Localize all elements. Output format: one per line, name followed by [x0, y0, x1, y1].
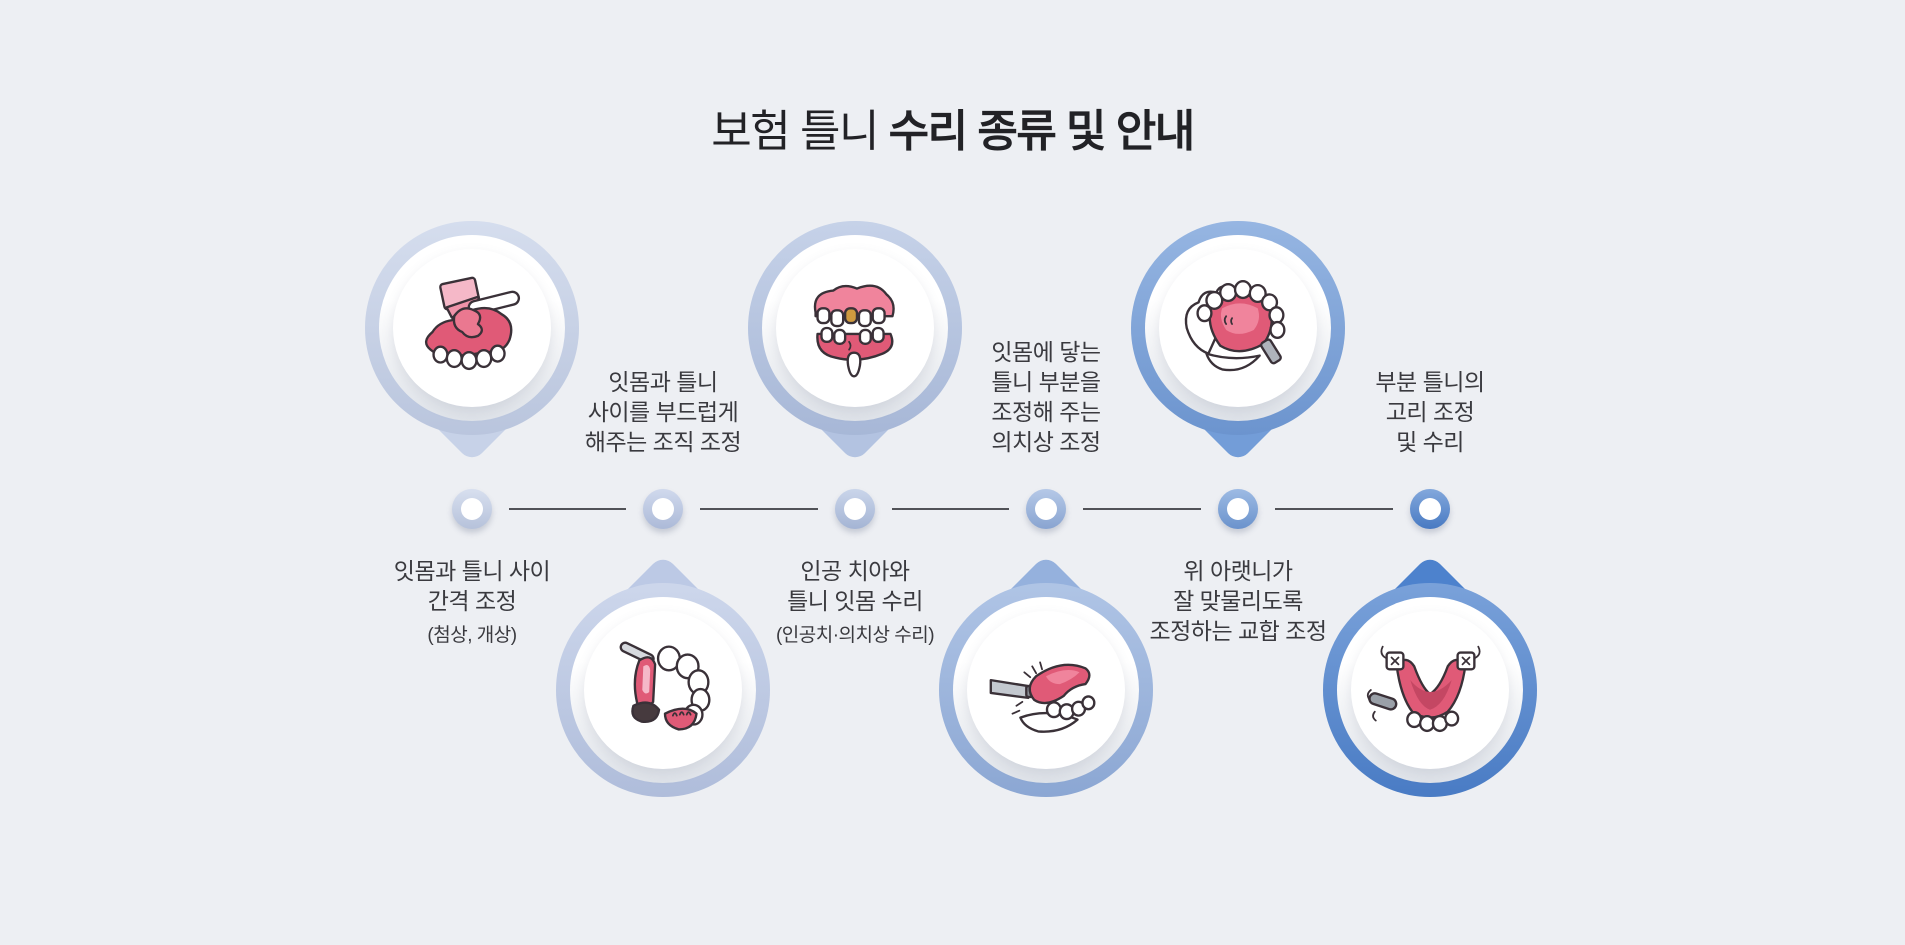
step-5-label: 위 아랫니가 잘 맞물리도록 조정하는 교합 조정 — [1098, 556, 1378, 646]
step-5-timeline-dot — [1218, 489, 1258, 529]
step-3-label: 인공 치아와 틀니 잇몸 수리 (인공치·의치상 수리) — [715, 556, 995, 648]
denture-base-adjust-icon — [967, 611, 1125, 769]
artificial-tooth-repair-icon — [776, 249, 934, 407]
step-1-pin — [365, 221, 579, 435]
clasp-repair-icon — [1351, 611, 1509, 769]
step-2-label-text: 잇몸과 틀니 사이를 부드럽게 해주는 조직 조정 — [584, 369, 742, 455]
timeline-connector — [1275, 508, 1393, 510]
timeline-connector — [509, 508, 626, 510]
step-3-label-text: 인공 치아와 틀니 잇몸 수리 — [787, 558, 923, 614]
step-1-label: 잇몸과 틀니 사이 간격 조정 (첨상, 개상) — [332, 556, 612, 648]
timeline-connector — [1083, 508, 1201, 510]
step-4-label-text: 잇몸에 닿는 틀니 부분을 조정해 주는 의치상 조정 — [991, 339, 1101, 455]
tissue-conditioning-icon — [584, 611, 742, 769]
page-title: 보험 틀니 수리 종류 및 안내 — [0, 106, 1905, 158]
occlusal-adjust-icon — [1159, 249, 1317, 407]
step-3-timeline-dot — [835, 489, 875, 529]
step-3-pin — [748, 221, 962, 435]
step-6-label-text: 부분 틀니의 고리 조정 및 수리 — [1375, 369, 1485, 455]
step-2-label: 잇몸과 틀니 사이를 부드럽게 해주는 조직 조정 — [523, 367, 803, 457]
timeline-connector — [892, 508, 1009, 510]
timeline-connector — [700, 508, 818, 510]
step-4-label: 잇몸에 닿는 틀니 부분을 조정해 주는 의치상 조정 — [906, 337, 1186, 457]
step-6-label: 부분 틀니의 고리 조정 및 수리 — [1290, 367, 1570, 457]
step-6-timeline-dot — [1410, 489, 1450, 529]
page-title-prefix: 보험 틀니 — [711, 107, 889, 156]
step-1-sublabel-text: (첨상, 개상) — [427, 625, 517, 646]
step-4-timeline-dot — [1026, 489, 1066, 529]
step-1-timeline-dot — [452, 489, 492, 529]
step-2-timeline-dot — [643, 489, 683, 529]
step-5-label-text: 위 아랫니가 잘 맞물리도록 조정하는 교합 조정 — [1149, 558, 1327, 644]
step-2-pin — [556, 583, 770, 797]
denture-relining-icon — [393, 249, 551, 407]
step-6-pin — [1323, 583, 1537, 797]
step-5-pin — [1131, 221, 1345, 435]
step-3-sublabel-text: (인공치·의치상 수리) — [775, 625, 935, 646]
page-title-emphasis: 수리 종류 및 안내 — [888, 107, 1196, 156]
step-4-pin — [939, 583, 1153, 797]
step-1-label-text: 잇몸과 틀니 사이 간격 조정 — [393, 558, 551, 614]
